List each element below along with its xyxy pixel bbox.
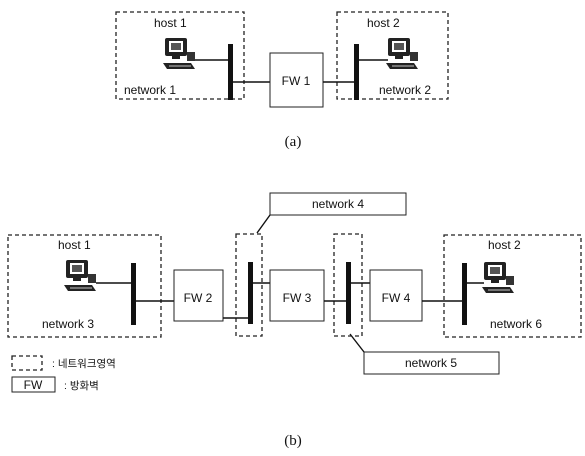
computer-icon <box>63 259 97 292</box>
network-3-area <box>7 234 162 338</box>
network-5-callout <box>363 351 500 375</box>
network-2-label: network 2 <box>379 83 431 97</box>
network-4-label: network 4 <box>312 197 364 211</box>
caption-b: (b) <box>284 433 302 449</box>
diagram-a: host 1 host 2 FW 1 network 1 network 2 (… <box>115 11 449 150</box>
fw-1-box <box>269 52 324 108</box>
network-4-pointer <box>256 214 271 234</box>
network-3-bus <box>131 263 136 325</box>
network-6-bus <box>462 263 467 325</box>
caption-a: (a) <box>285 134 302 150</box>
network-5-pointer <box>349 333 365 353</box>
network-3-label: network 3 <box>42 317 94 331</box>
host-2-label-b: host 2 <box>488 238 521 252</box>
fw-4-label: FW 4 <box>382 291 411 305</box>
network-6-label: network 6 <box>490 317 542 331</box>
fw-3-label: FW 3 <box>283 291 312 305</box>
network-2-area <box>336 11 449 100</box>
network-1-label: network 1 <box>124 83 176 97</box>
diagram-b: network 4 network 5 host 1 host 2 FW 2 F… <box>7 192 582 449</box>
network-4-bus <box>248 262 253 324</box>
host-1-label-a: host 1 <box>154 16 187 30</box>
legend-firewall-symbol <box>11 376 56 393</box>
host-2-label-a: host 2 <box>367 16 400 30</box>
fw-3-box <box>269 269 325 322</box>
computer-icon <box>385 37 419 70</box>
network-4-callout <box>269 192 407 216</box>
legend-fw-symbol-text: FW <box>24 378 43 392</box>
network-5-bus <box>346 262 351 324</box>
legend-network-area-symbol <box>11 355 43 371</box>
legend-firewall-text: : 방화벽 <box>64 380 99 392</box>
fw-2-box <box>173 269 224 322</box>
computer-icon <box>162 37 196 70</box>
legend-network-area-text: : 네트워크영역 <box>52 357 116 370</box>
network-5-area <box>333 233 363 337</box>
computer-icon <box>481 261 515 294</box>
network-5-label: network 5 <box>405 356 457 370</box>
network-1-area <box>115 11 245 100</box>
network-6-area <box>443 234 582 338</box>
fw-2-label: FW 2 <box>184 291 213 305</box>
fw-4-box <box>369 269 423 322</box>
fw-1-label: FW 1 <box>282 74 311 88</box>
network-4-area <box>235 233 263 337</box>
host-1-label-b: host 1 <box>58 238 91 252</box>
network-2-bus <box>354 44 359 100</box>
network-1-bus <box>228 44 233 100</box>
